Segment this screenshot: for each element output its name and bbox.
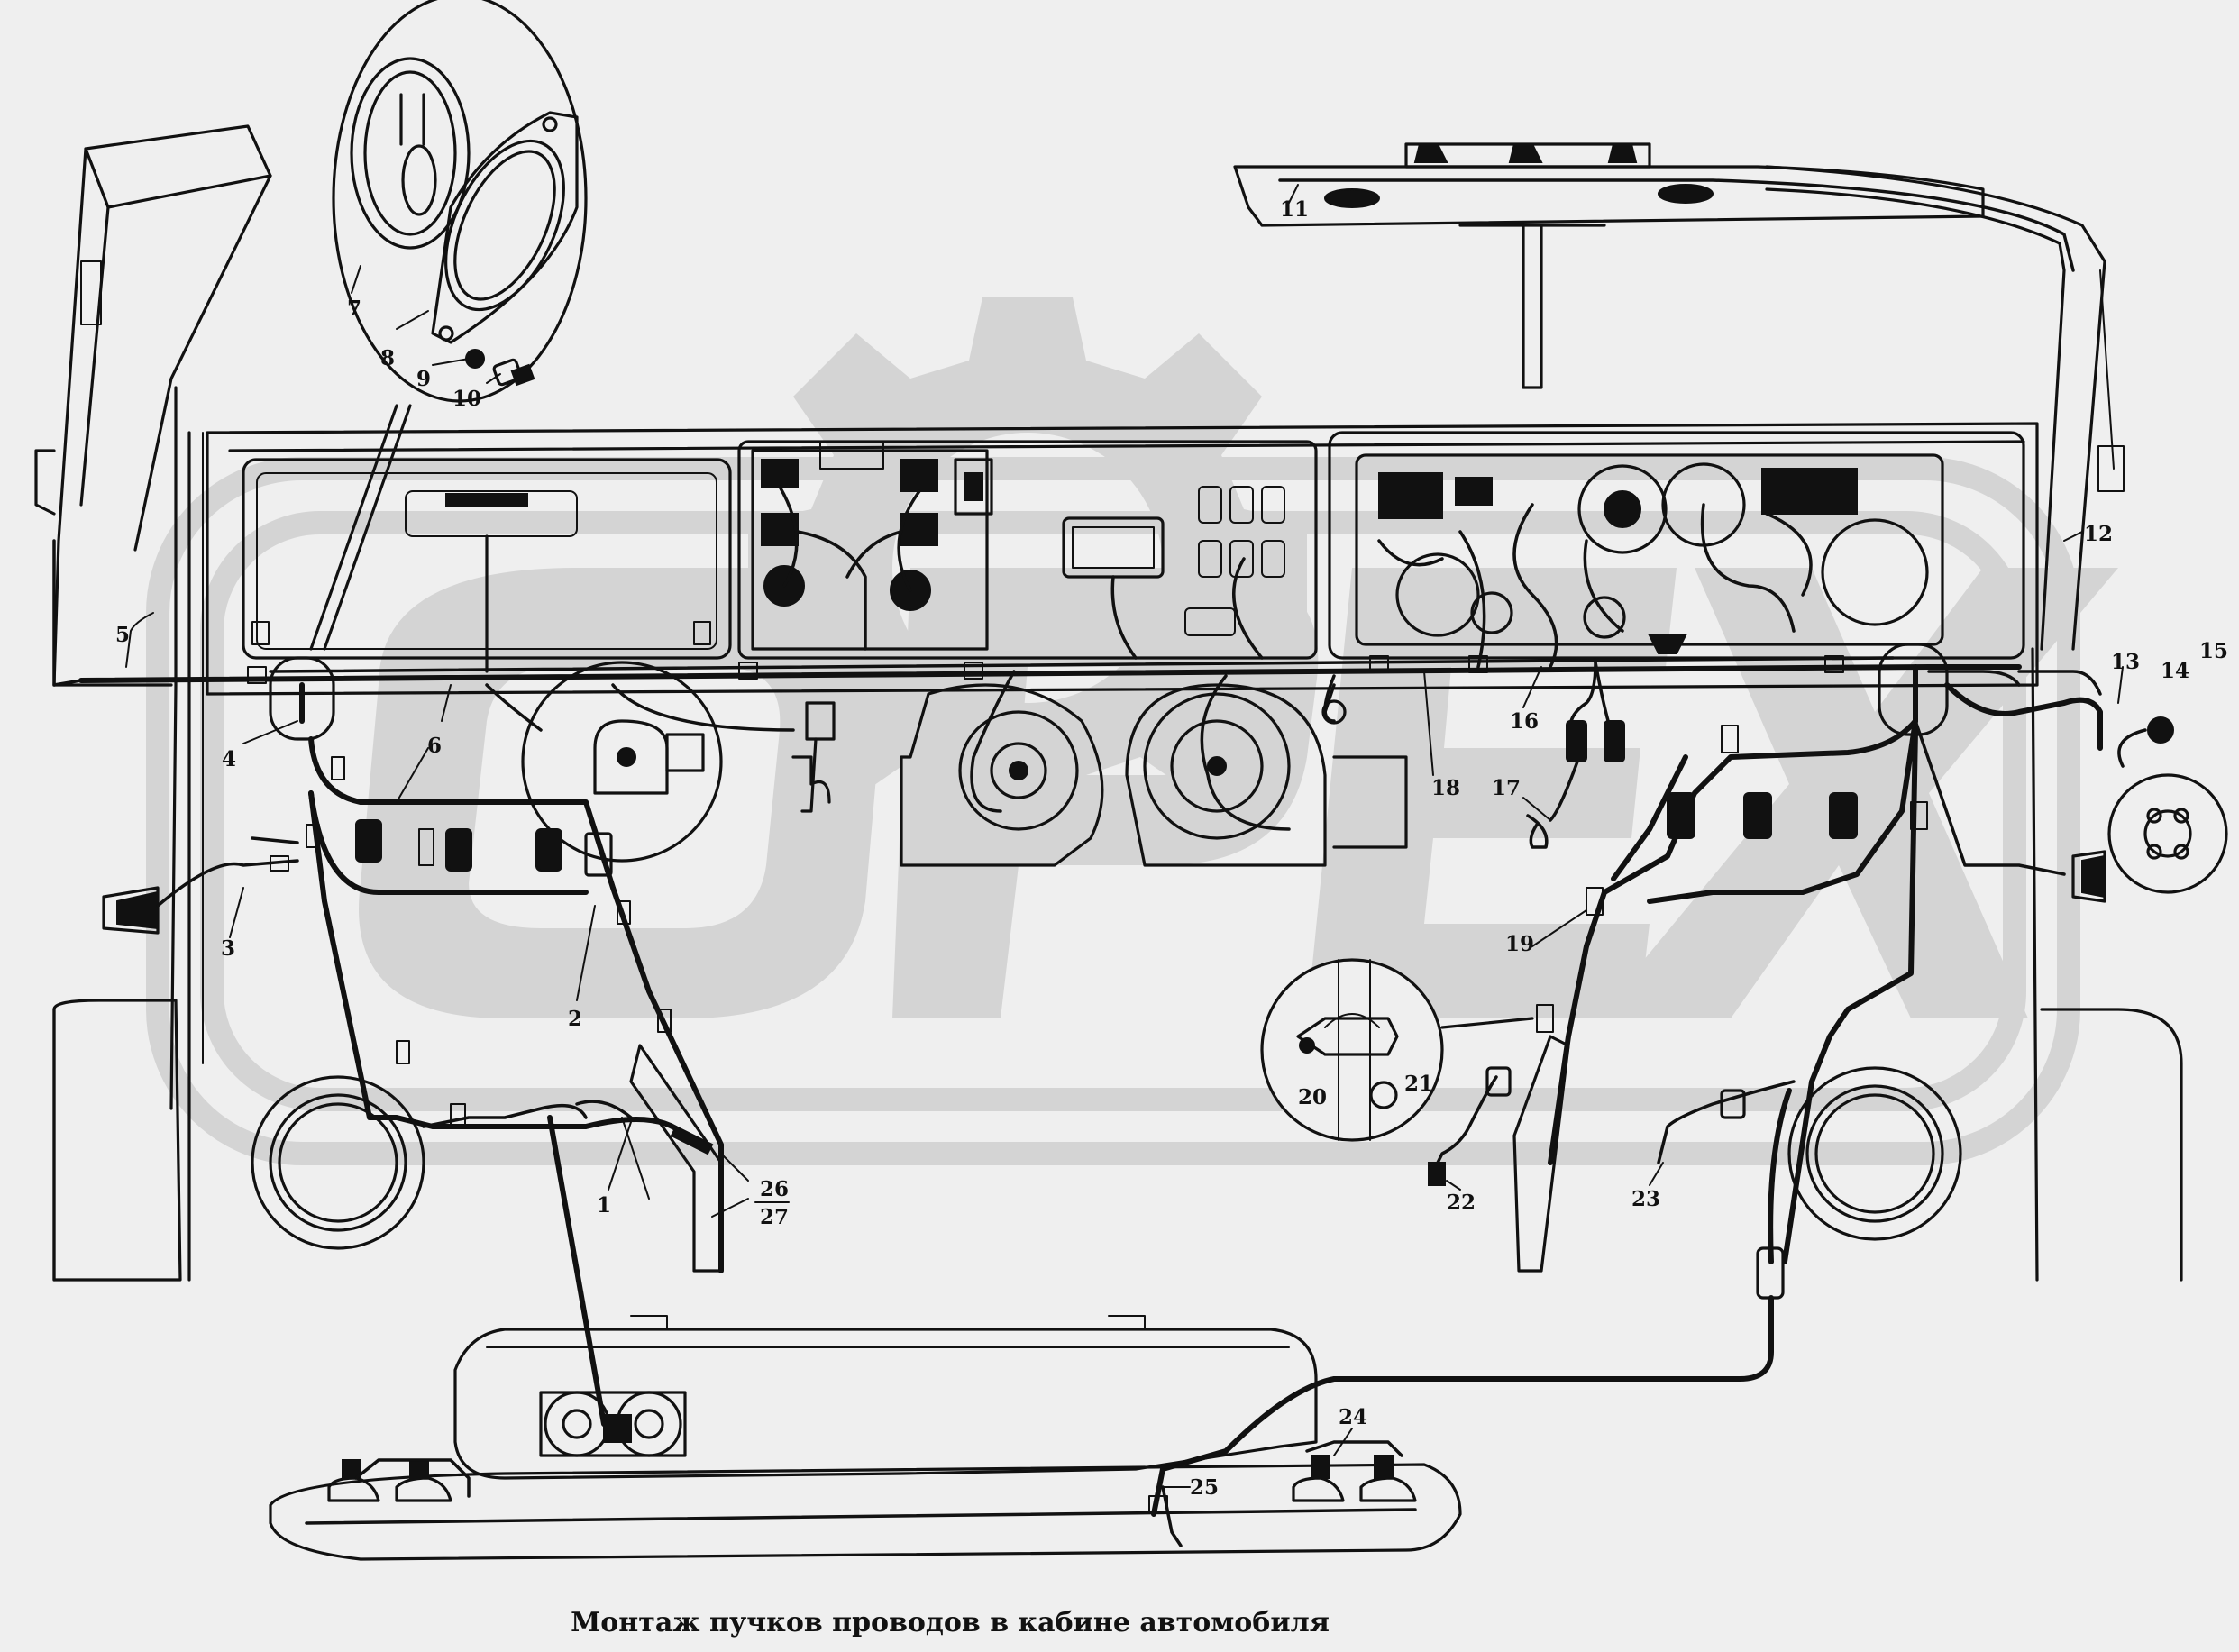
heater-fan-right — [1125, 674, 1408, 867]
callout-labels: 1 2 3 4 5 6 7 8 9 10 11 12 13 14 15 16 1… — [115, 197, 2228, 1500]
callout-1: 1 — [597, 1193, 611, 1218]
callout-18: 18 — [1431, 776, 1460, 800]
watermark-letters — [359, 568, 2118, 1018]
callout-19: 19 — [1505, 932, 1534, 956]
callout-17: 17 — [1492, 776, 1521, 800]
detail-bubble-grommet — [309, 0, 588, 651]
callout-13: 13 — [2111, 650, 2140, 674]
right-underdash-components — [1151, 643, 2228, 1517]
callout-4: 4 — [222, 747, 236, 771]
left-cab-pillar — [34, 124, 272, 1282]
dashboard-panel — [206, 422, 2039, 696]
callout-11: 11 — [1280, 197, 1309, 222]
callout-27: 27 — [760, 1205, 789, 1229]
callout-9: 9 — [416, 367, 431, 391]
callout-2: 2 — [568, 1007, 582, 1031]
leader-lines — [125, 184, 2124, 1488]
left-underdash-components — [102, 656, 836, 1427]
diagram-caption: Монтаж пучков проводов в кабине автомоби… — [571, 1607, 1330, 1638]
detail-bubble-clamp — [1260, 958, 1534, 1142]
callout-8: 8 — [380, 346, 395, 370]
callout-10: 10 — [452, 387, 481, 411]
horn-pair — [539, 1391, 687, 1457]
left-wheel-arch — [52, 999, 182, 1282]
callout-23: 23 — [1631, 1187, 1660, 1211]
callout-20: 20 — [1298, 1085, 1327, 1109]
roof-console — [1233, 142, 2075, 389]
right-cab-pillar — [1765, 165, 2183, 1282]
callout-12: 12 — [2084, 522, 2113, 546]
callout-6: 6 — [427, 734, 442, 758]
callout-25: 25 — [1190, 1475, 1219, 1500]
callout-7: 7 — [347, 297, 361, 321]
bottom-radiator-bumper — [269, 1315, 1462, 1561]
heater-fan-left — [900, 670, 1104, 867]
callout-3: 3 — [221, 936, 235, 961]
callout-26: 26 — [760, 1177, 789, 1201]
callout-15: 15 — [2199, 639, 2228, 663]
callout-24: 24 — [1339, 1405, 1367, 1429]
instrument-cluster — [1377, 462, 1929, 669]
callout-16: 16 — [1510, 709, 1539, 734]
callout-22: 22 — [1447, 1191, 1476, 1215]
fuse-block — [1184, 486, 1285, 660]
switch-cluster — [761, 458, 993, 651]
main-dash-harness — [52, 539, 2022, 687]
callout-5: 5 — [115, 623, 130, 647]
callout-21: 21 — [1404, 1072, 1433, 1096]
callout-14: 14 — [2161, 659, 2189, 683]
